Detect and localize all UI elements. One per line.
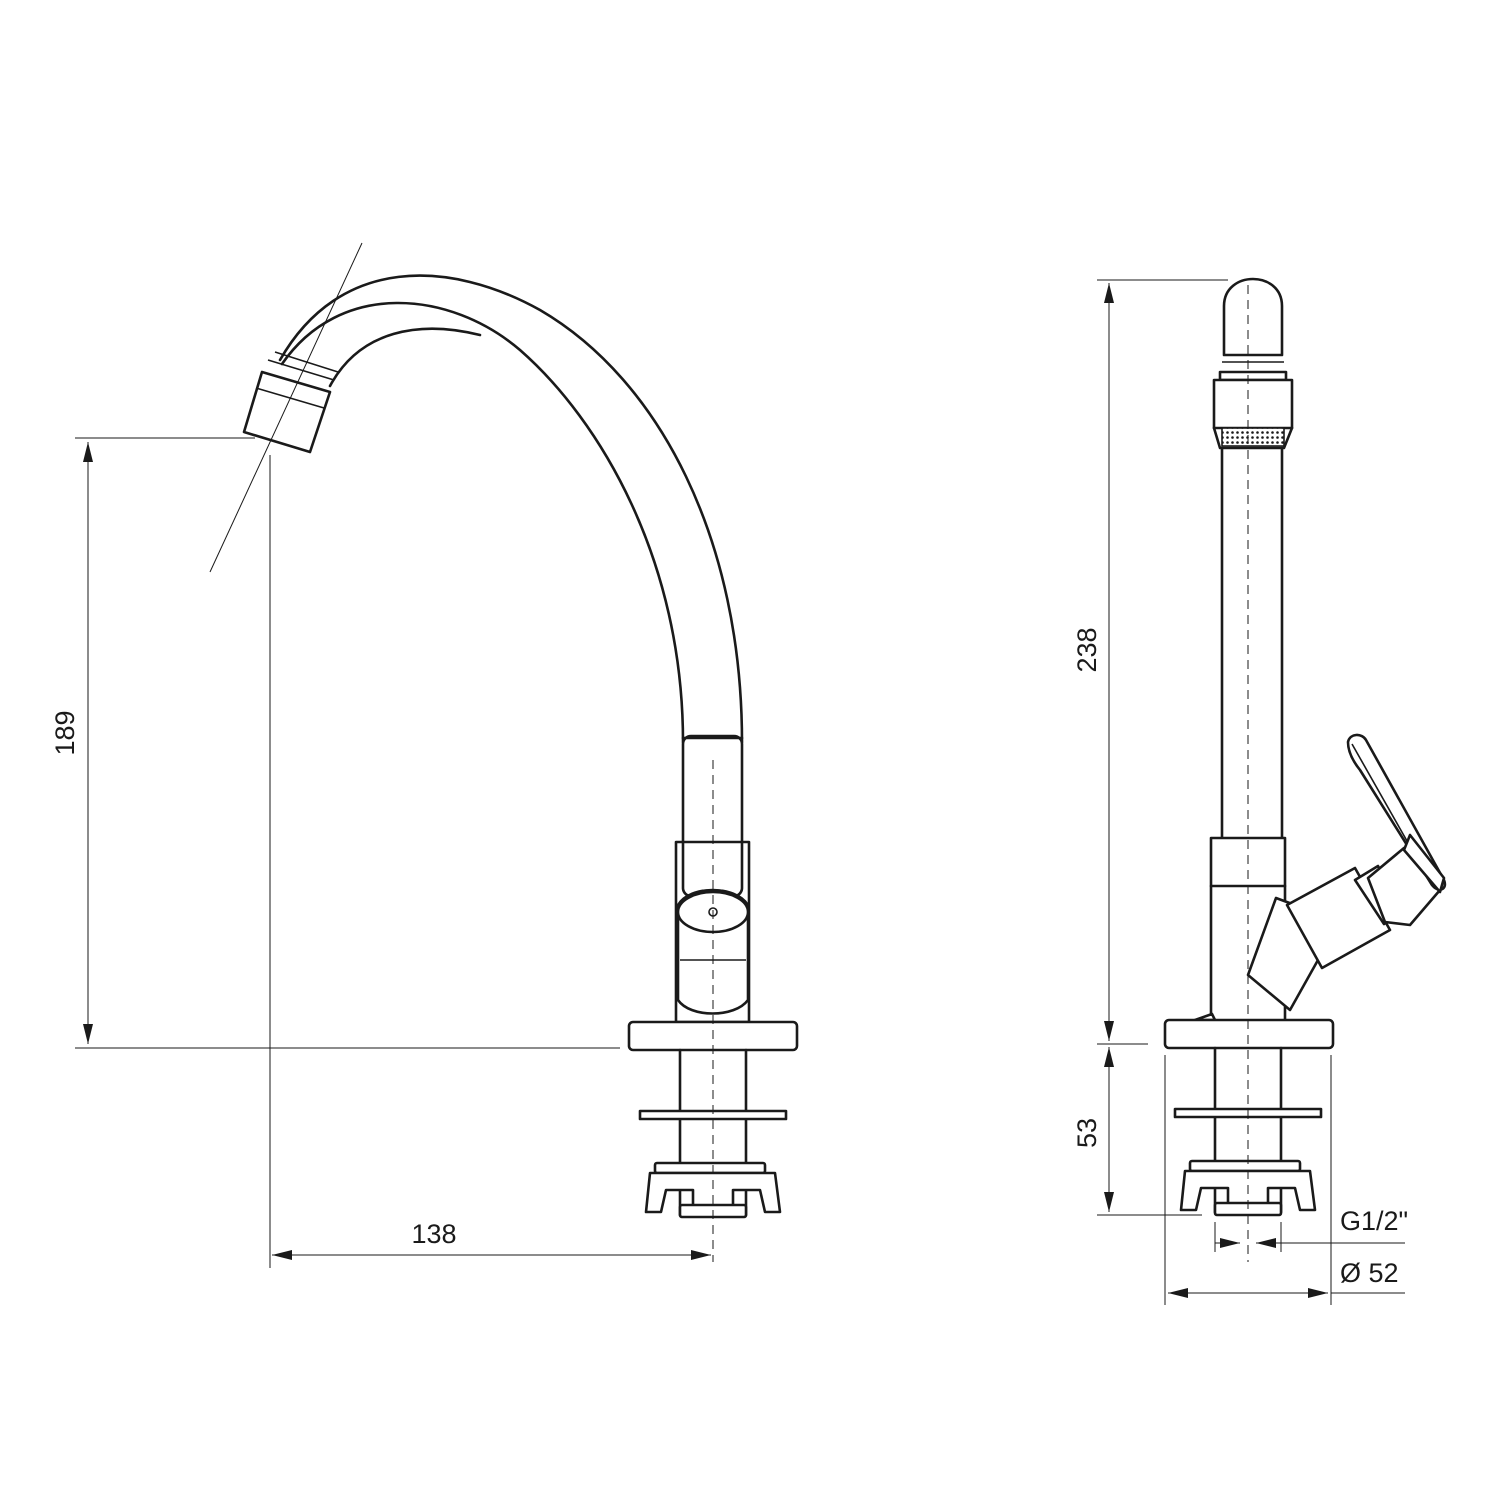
dim-thread: G1/2" [1340,1206,1408,1236]
side-aerator [242,351,339,454]
dim-front-height: 238 [1072,627,1102,672]
front-lever [1285,733,1447,970]
dim-below-deck: 53 [1072,1118,1102,1148]
dim-side-height: 189 [50,710,80,755]
dim-side-reach: 138 [411,1219,456,1249]
front-spout-top [1218,277,1288,382]
front-aerator [1212,378,1294,450]
dim-base-diameter: Ø 52 [1340,1258,1399,1288]
front-view: 238 53 G1/2" Ø 52 [1072,277,1447,1305]
side-spout [278,274,744,744]
side-mounting-nut [644,1161,782,1219]
side-outlet-axis [209,242,363,573]
front-flange [1163,1012,1335,1050]
side-view: 189 138 [50,242,799,1268]
front-tube [1220,446,1284,840]
